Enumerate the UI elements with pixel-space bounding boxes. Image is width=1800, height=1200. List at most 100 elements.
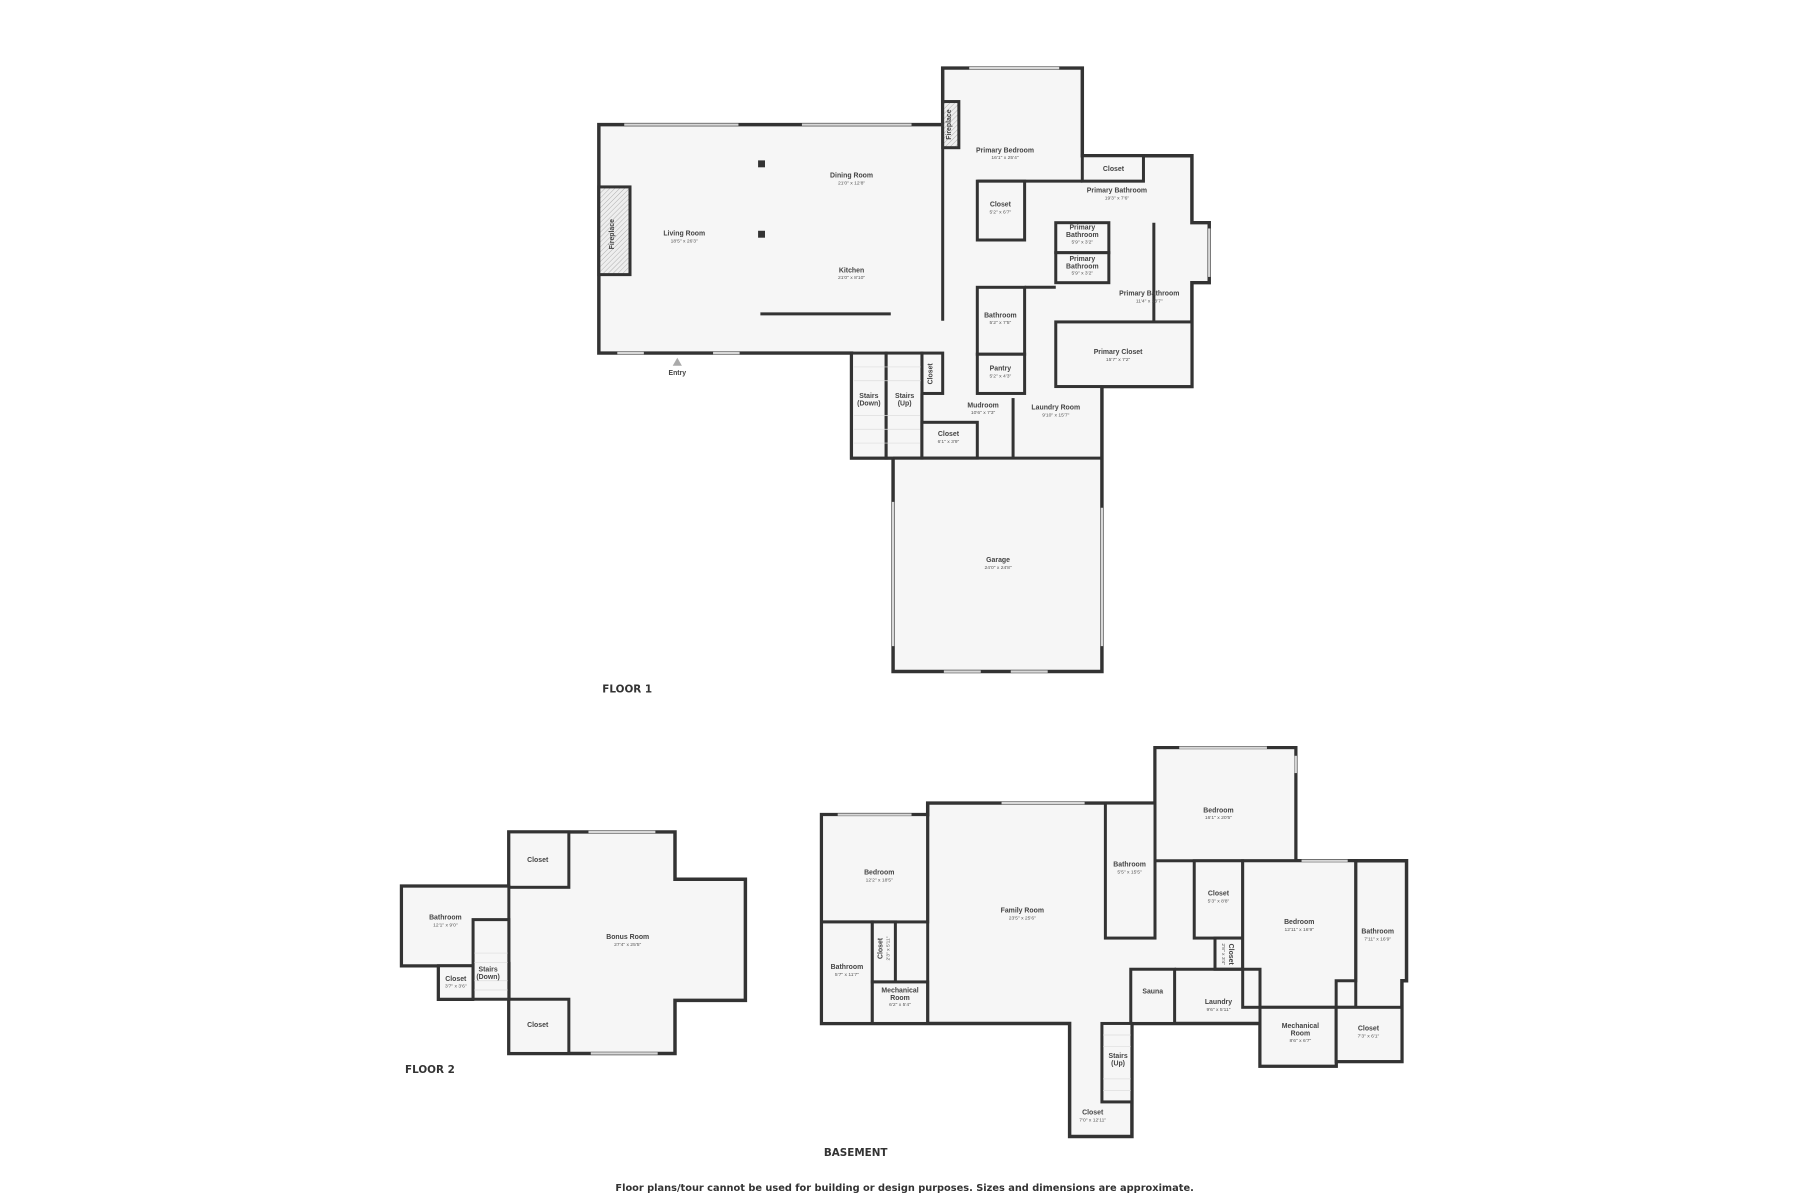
disclaimer: Floor plans/tour cannot be used for buil… — [615, 1183, 1193, 1194]
room-name: Bathroom — [1113, 862, 1146, 869]
room-name: Family Room — [1001, 908, 1044, 915]
room-dimensions: 12'11" x 16'9" — [1284, 927, 1314, 933]
column — [758, 230, 765, 238]
stairs-up — [884, 351, 924, 460]
closet-room — [1334, 1005, 1404, 1064]
basement-plan — [819, 745, 1409, 1139]
room-name: Closet — [1227, 944, 1234, 966]
room-dimensions: 5'2" x 7'5" — [990, 320, 1012, 326]
room-dimensions: 5'7" x 11'7" — [835, 972, 859, 978]
room-dimensions: 5'3" x 8'8" — [1208, 898, 1230, 904]
room-name: Stairs(Up) — [895, 393, 914, 408]
room-name: Bedroom — [864, 870, 894, 877]
room-dimensions: 12'2" x 18'5" — [866, 878, 893, 884]
room-name: Stairs(Down) — [476, 967, 499, 981]
wall — [1334, 860, 1358, 1008]
room-label: Fireplace — [946, 109, 953, 139]
room-label: Closet — [527, 1022, 549, 1029]
bathroom-room — [975, 285, 1027, 356]
room-name: Bathroom — [831, 964, 864, 971]
room-dimensions: 24'0" x 24'8" — [984, 565, 1011, 571]
room-dimensions: 16'1" x 25'4" — [991, 155, 1018, 161]
room-dimensions: 6'2" x 5'4" — [889, 1002, 911, 1008]
room-dimensions: 18'5" x 26'3" — [671, 238, 698, 244]
room-name: Closet — [1103, 166, 1125, 173]
room-dimensions: 11'4" x 13'7" — [1136, 298, 1163, 304]
floor-title: FLOOR 2 — [405, 1064, 455, 1076]
windows — [588, 830, 658, 1055]
room-label: Stairs(Down) — [857, 393, 880, 408]
windows — [617, 66, 1211, 673]
room-name: Bedroom — [1284, 919, 1314, 926]
room-dimensions: 19'3" x 7'6" — [1105, 196, 1130, 202]
room-dimensions: 9'6" x 5'11" — [1206, 1007, 1230, 1013]
room-name: Fireplace — [946, 109, 953, 139]
fireplace — [597, 185, 632, 277]
room-dimensions: 8'6" x 6'7" — [1290, 1038, 1312, 1044]
room-name: Closet — [990, 202, 1012, 209]
room-label: Sauna — [1142, 988, 1163, 995]
room-dimensions: 15'7" x 7'2" — [1106, 357, 1131, 363]
mechanical-room — [870, 980, 930, 1025]
closet-room — [507, 997, 571, 1055]
sauna-room — [1129, 967, 1177, 1025]
room-dimensions: 5'2" x 6'7" — [990, 209, 1012, 215]
stair-treads — [474, 952, 508, 991]
room-label: Closet — [927, 363, 934, 385]
windows — [837, 746, 1348, 862]
pantry-room — [975, 352, 1027, 395]
room-name: Stairs(Down) — [857, 393, 880, 408]
room-dimensions: 7'0" x 12'11" — [1079, 1118, 1106, 1124]
room-dimensions: 27'4" x 25'5" — [614, 942, 641, 948]
wall — [1174, 967, 1262, 1024]
floor-1-plan — [597, 66, 1211, 674]
primary-closet-room — [1054, 320, 1194, 389]
room-name: Closet — [878, 937, 885, 959]
bedroom-room — [1153, 746, 1298, 863]
mechanical-room — [1258, 1005, 1338, 1068]
closet-room — [507, 830, 571, 889]
room-dimensions: 5'9" x 3'2" — [1071, 271, 1093, 277]
room-dimensions: 10'6" x 7'3" — [971, 410, 996, 416]
room-label: Fireplace — [609, 219, 616, 249]
room-name: Living Room — [663, 230, 705, 237]
bathroom-room — [1103, 801, 1157, 940]
room-dimensions: 16'1" x 20'5" — [1205, 815, 1232, 821]
floor-2-plan — [399, 830, 748, 1056]
floor-title: FLOOR 1 — [602, 683, 652, 695]
stair-treads — [853, 366, 921, 444]
room-name: Primary Bathroom — [1119, 290, 1179, 297]
room-dimensions: 7'3" x 6'1" — [1358, 1033, 1380, 1039]
bedroom-room — [820, 813, 930, 924]
room-label: Entry — [668, 370, 686, 377]
room-dimensions: 6'1" x 3'9" — [938, 439, 960, 445]
stair-treads — [1103, 1034, 1131, 1091]
room-name: Dining Room — [830, 173, 873, 180]
room-name: Sauna — [1142, 988, 1163, 995]
room-name: Stairs(Up) — [1108, 1053, 1127, 1068]
room-name: Closet — [1358, 1025, 1380, 1032]
room-dimensions: 7'11" x 16'9" — [1364, 936, 1391, 942]
